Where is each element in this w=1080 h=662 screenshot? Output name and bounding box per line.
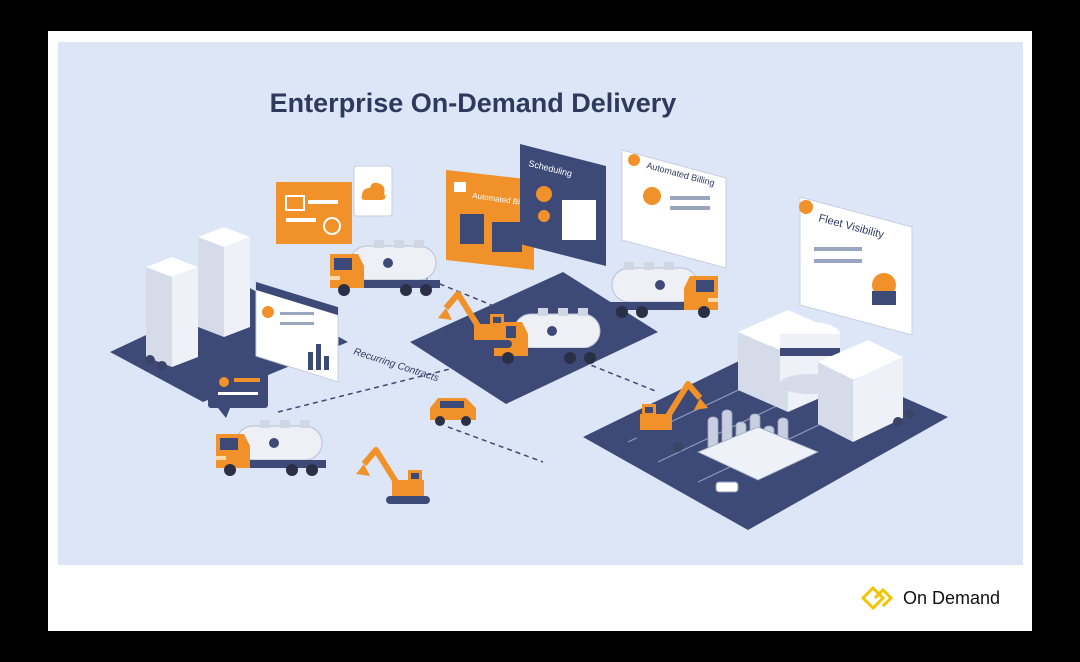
car-icon xyxy=(430,398,476,426)
office-tower-left xyxy=(146,257,198,367)
person-icon xyxy=(643,187,661,205)
chart-icon xyxy=(308,344,329,370)
factory-building xyxy=(738,310,903,442)
delivery-scene: Enterprise On-Demand Delivery Recurring … xyxy=(58,42,1023,565)
storage-silos xyxy=(697,409,819,481)
trees-right xyxy=(673,409,915,452)
fleet-visibility-panel: Fleet Visibility xyxy=(799,196,913,336)
diamond-logo-icon xyxy=(861,585,894,611)
billing-panel-left xyxy=(276,182,352,244)
office-tower-right xyxy=(198,227,250,337)
billing-panel-top: Automated Billing xyxy=(621,149,727,269)
parked-car xyxy=(715,481,739,493)
scheduling-panel: Scheduling xyxy=(520,144,606,266)
brand-name: On Demand xyxy=(903,587,1001,608)
cloud-bubble xyxy=(353,165,393,217)
brand-logo: On Demand xyxy=(861,585,1000,611)
play-icon xyxy=(628,154,640,166)
page-title: Enterprise On-Demand Delivery xyxy=(270,88,677,118)
cloud-icon xyxy=(361,182,386,200)
play-icon xyxy=(799,200,813,214)
analytics-panel xyxy=(255,281,339,383)
chat-bubble xyxy=(208,364,268,418)
billing-panel-center: Automated Billing xyxy=(446,170,535,270)
